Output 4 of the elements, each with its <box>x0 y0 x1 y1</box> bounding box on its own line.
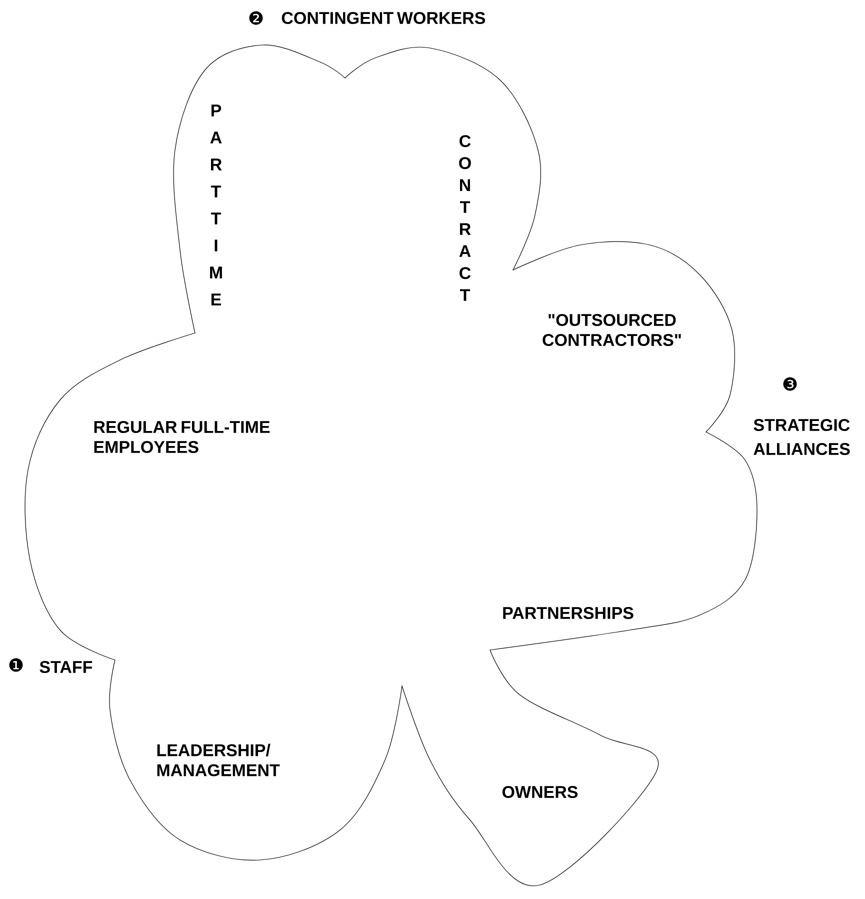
number-marker: ❸ <box>783 377 797 391</box>
number-marker: ❷ <box>249 11 263 25</box>
group-label: STAFF <box>40 661 92 674</box>
group-label: CONTINGENT WORKERS <box>282 12 486 24</box>
